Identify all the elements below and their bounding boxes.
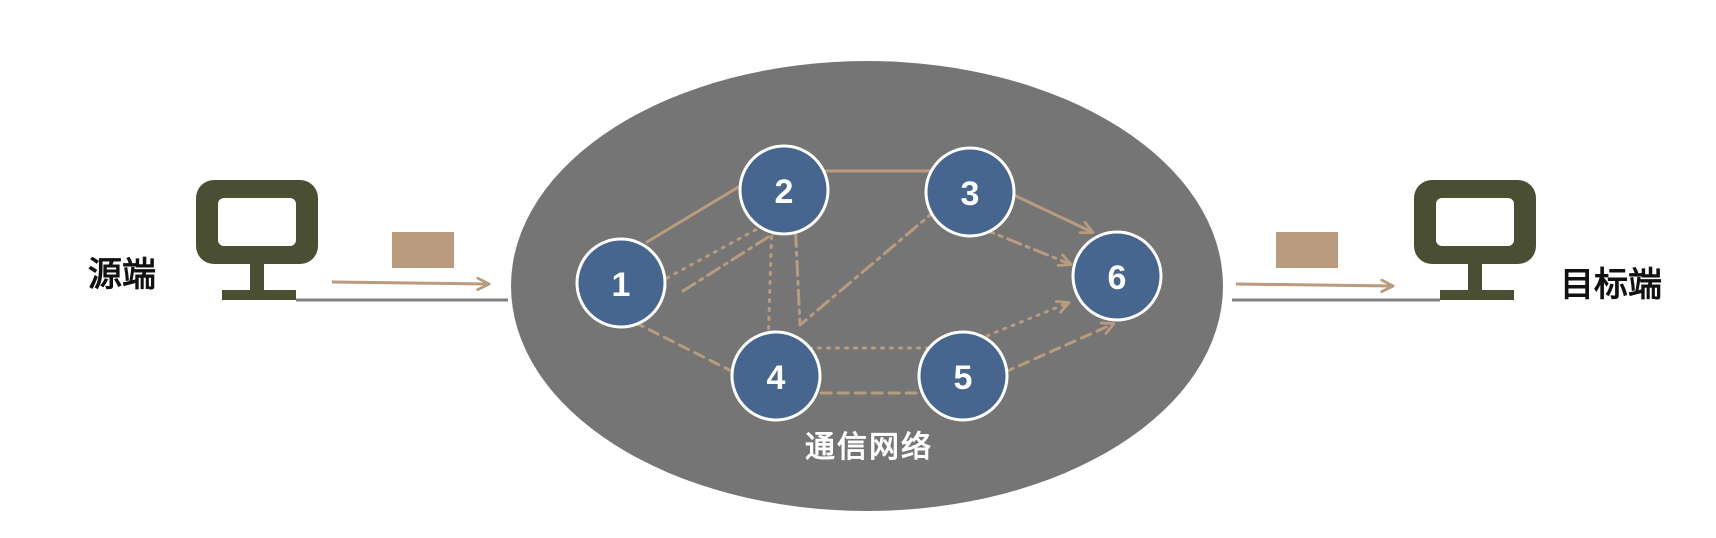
node-1: 1 (575, 237, 667, 329)
source-monitor-stand (250, 264, 264, 292)
path-solid (645, 169, 1092, 244)
source-data-packet-icon (392, 232, 454, 268)
network-ellipse (511, 61, 1223, 511)
source-endpoint: 源端 (88, 180, 508, 302)
node-2-label: 2 (775, 173, 794, 211)
source-computer-icon (196, 180, 318, 300)
node-5-label: 5 (954, 359, 973, 397)
network-nodes: 1 2 3 4 5 6 (575, 144, 1163, 422)
node-3: 3 (924, 146, 1016, 238)
path-dotted (665, 219, 1068, 350)
network-label: 通信网络 (805, 430, 933, 465)
source-monitor-frame (196, 180, 318, 264)
path-dashed (632, 320, 1113, 395)
destination-send-arrow (1235, 284, 1392, 286)
node-4-label: 4 (767, 359, 786, 397)
node-4: 4 (730, 330, 822, 422)
source-monitor-base (222, 290, 296, 300)
destination-endpoint: 目标端 (1232, 180, 1662, 305)
node-1-label: 1 (612, 266, 631, 304)
communication-network: 1 2 3 4 5 6 通信网络 (511, 61, 1223, 511)
node-2: 2 (738, 144, 830, 236)
destination-monitor-frame (1414, 180, 1536, 264)
node-6-label: 6 (1108, 259, 1127, 297)
node-5: 5 (917, 330, 1009, 422)
destination-computer-icon (1414, 180, 1536, 300)
source-label: 源端 (88, 255, 156, 295)
destination-monitor-base (1440, 290, 1514, 300)
destination-label: 目标端 (1560, 265, 1662, 305)
node-3-label: 3 (961, 175, 980, 213)
destination-data-packet-icon (1276, 232, 1338, 268)
destination-monitor-stand (1468, 264, 1482, 292)
source-send-arrow (331, 282, 488, 284)
node-6: 6 (1071, 230, 1163, 322)
